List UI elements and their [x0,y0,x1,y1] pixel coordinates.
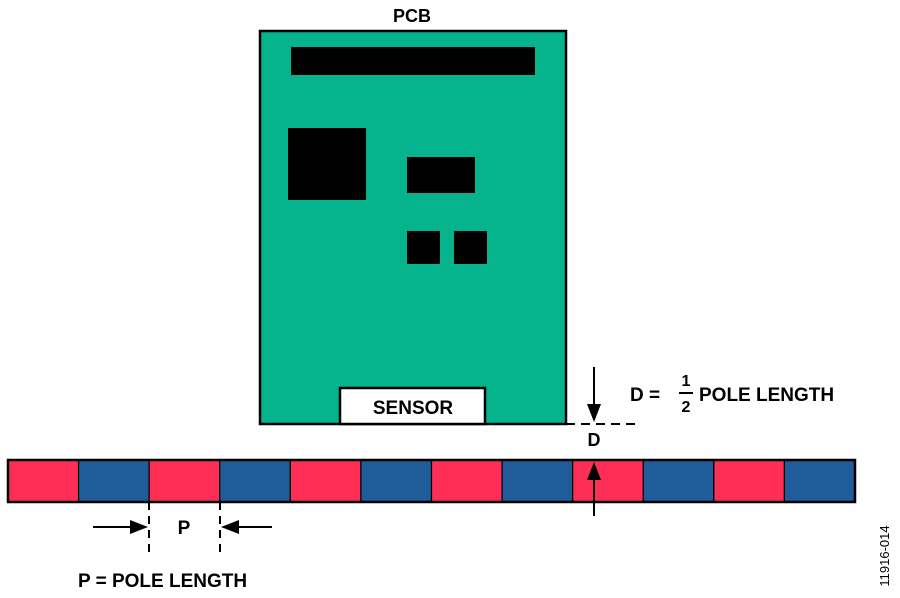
magnetic-strip-outline [6,458,857,504]
d-equation-prefix: D = [630,385,660,406]
magnet-pole-blue [360,459,433,503]
pcb-chip-small-left [407,231,440,264]
magnet-pole-blue [642,459,715,503]
d-fraction-numerator: 1 [682,373,691,390]
p-equation: P = POLE LENGTH [78,571,247,592]
sensor-box [338,386,487,426]
figure-id: 11916-014 [877,525,892,586]
d-equation-suffix: POLE LENGTH [699,385,834,406]
sensor-label: SENSOR [373,398,454,419]
magnet-pole-blue [77,459,150,503]
magnet-pole-red [289,459,362,503]
p-arrow-left-icon [221,520,239,534]
magnet-pole-blue [501,459,574,503]
magnet-pole-blue [219,459,291,503]
magnet-pole-red [7,459,80,503]
magnet-pole-blue [783,459,856,503]
d-label: D [588,430,601,450]
d-arrow-up-icon [587,462,601,480]
pcb-chip-large [288,128,366,200]
pcb-chip-medium [407,157,475,193]
magnet-pole-red [713,459,786,503]
pcb-connector-strip [291,47,535,75]
magnetic-strip [7,459,856,503]
magnet-pole-red [148,459,221,503]
d-fraction-denominator: 2 [682,399,691,416]
pcb-chip-small-right [454,231,487,264]
d-arrow-down-icon [587,404,601,422]
magnet-pole-red [430,459,503,503]
pcb-board [258,29,568,426]
p-label: P [178,518,191,539]
p-arrow-right-icon [130,520,148,534]
magnet-pole-red [572,459,644,503]
pcb-label: PCB [393,6,431,26]
